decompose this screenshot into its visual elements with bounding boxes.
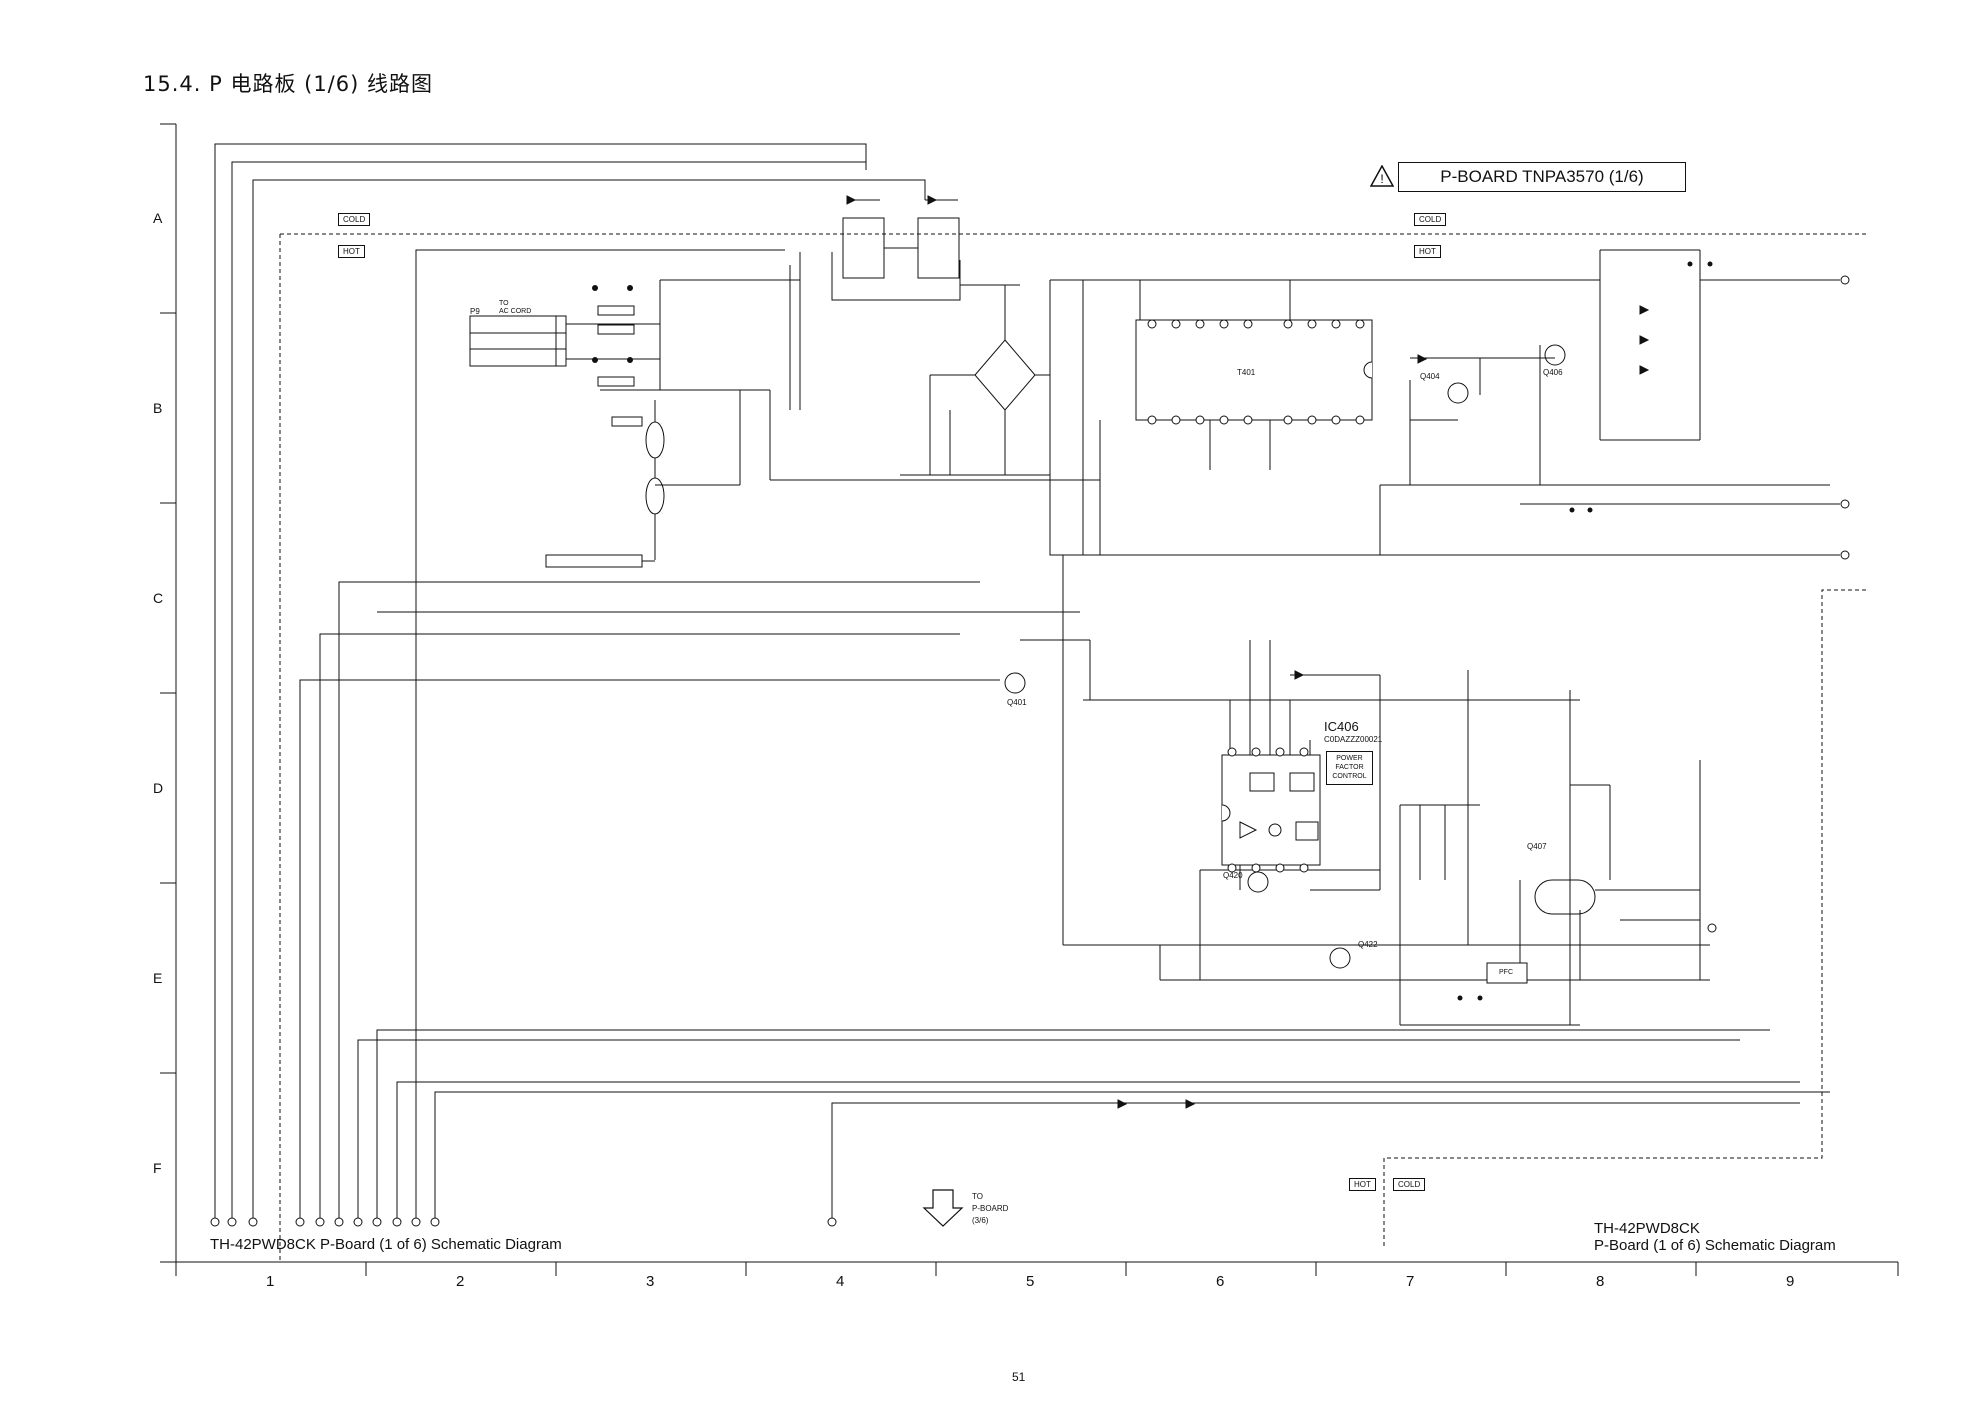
column-label-7: 7 — [1406, 1273, 1415, 1290]
row-label-e: E — [153, 970, 163, 986]
connector-dest-label: AC CORD — [499, 308, 532, 315]
down-arrow-icon — [922, 1189, 964, 1227]
transistor-q401: Q401 — [1007, 698, 1027, 707]
page-number: 51 — [1012, 1370, 1026, 1384]
hot-tag-left: HOT — [338, 245, 365, 258]
connector-p9-label: P9 — [470, 307, 480, 316]
pfc-block-label: PFC — [1499, 969, 1513, 976]
connector-to-label: TO — [499, 300, 509, 307]
cold-tag-left: COLD — [338, 213, 371, 226]
caption-right-title: P-Board (1 of 6) Schematic Diagram — [1594, 1237, 1836, 1254]
to-pboard-dest: P-BOARD — [972, 1204, 1009, 1213]
transistor-q407: Q407 — [1527, 842, 1547, 851]
ic406-function-label: POWER FACTOR CONTROL — [1332, 755, 1367, 780]
column-label-3: 3 — [646, 1273, 655, 1290]
column-label-2: 2 — [456, 1273, 465, 1290]
column-label-1: 1 — [266, 1273, 275, 1290]
cold-tag-right: COLD — [1414, 213, 1447, 226]
row-label-f: F — [153, 1160, 162, 1176]
ic406-part-number: C0DAZZZ00021 — [1324, 735, 1383, 744]
transistor-q422: Q422 — [1358, 940, 1378, 949]
transistor-q420: Q420 — [1223, 871, 1243, 880]
to-pboard-sheet: (3/6) — [972, 1216, 989, 1225]
svg-text:!: ! — [1380, 172, 1383, 186]
column-label-9: 9 — [1786, 1273, 1795, 1290]
hot-tag-right: HOT — [1414, 245, 1441, 258]
warning-triangle-icon: ! — [1370, 165, 1394, 187]
cold-tag-bottom: COLD — [1393, 1178, 1426, 1191]
column-label-8: 8 — [1596, 1273, 1605, 1290]
ic406-label: IC406 — [1324, 719, 1359, 734]
caption-left: TH-42PWD8CK P-Board (1 of 6) Schematic D… — [210, 1236, 562, 1253]
row-label-b: B — [153, 400, 163, 416]
to-pboard-to: TO — [972, 1192, 983, 1201]
row-label-a: A — [153, 210, 163, 226]
ic406-function-box: POWER FACTOR CONTROL — [1326, 751, 1373, 785]
transformer-label: T401 — [1237, 368, 1256, 377]
column-label-6: 6 — [1216, 1273, 1225, 1290]
page-title: 15.4. P 电路板 (1/6) 线路图 — [143, 72, 433, 96]
caption-right-model: TH-42PWD8CK — [1594, 1220, 1700, 1237]
transistor-q404: Q404 — [1420, 372, 1440, 381]
column-label-5: 5 — [1026, 1273, 1035, 1290]
hot-tag-bottom: HOT — [1349, 1178, 1376, 1191]
board-label: P-BOARD TNPA3570 (1/6) — [1398, 162, 1686, 192]
row-label-c: C — [153, 590, 164, 606]
transistor-q406: Q406 — [1543, 368, 1563, 377]
row-label-d: D — [153, 780, 164, 796]
column-label-4: 4 — [836, 1273, 845, 1290]
